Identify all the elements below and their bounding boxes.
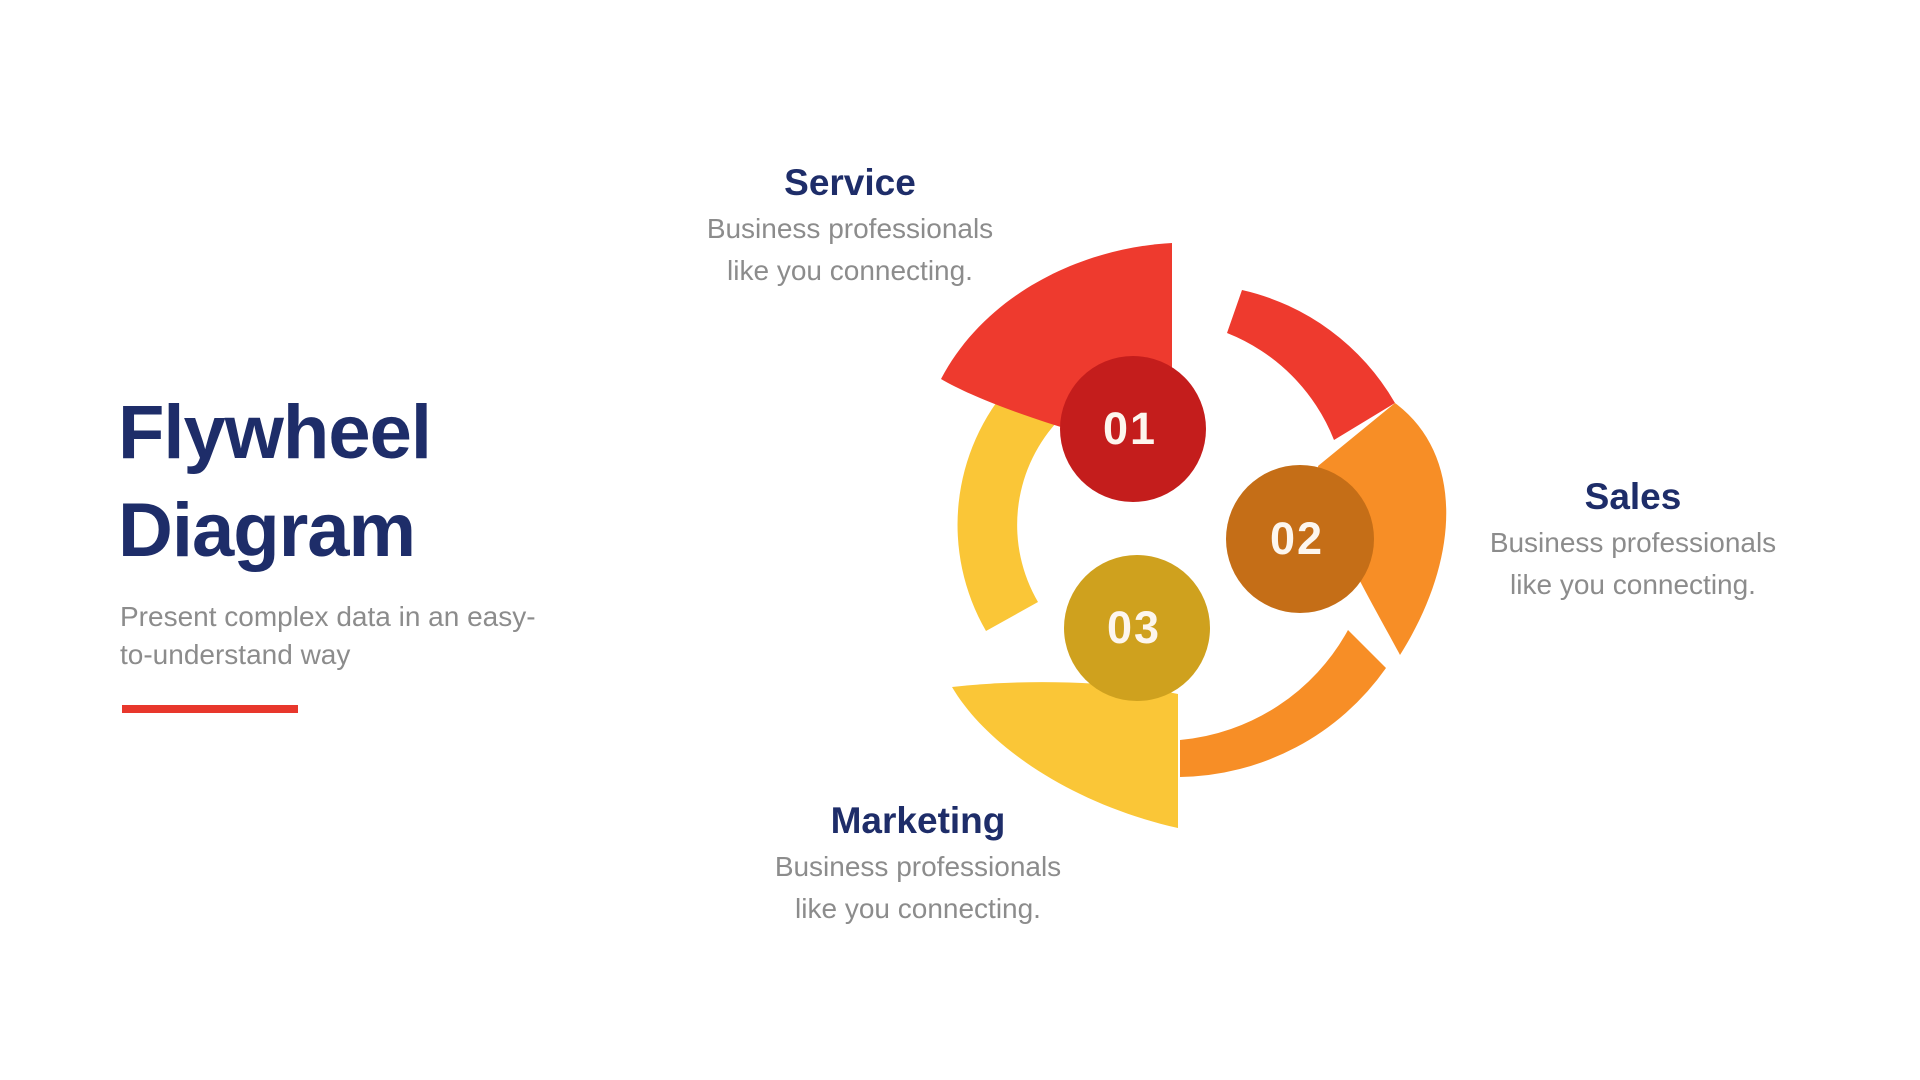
node-block-service: Service Business professionals like you … xyxy=(630,162,1070,292)
marketing-arrow-tail xyxy=(957,383,1056,631)
step-number-02: 02 xyxy=(1270,513,1324,564)
sales-arrow-tail xyxy=(1180,630,1386,777)
service-arrow-tail xyxy=(1227,290,1395,440)
step-circle-03 xyxy=(1064,555,1210,701)
page-title: Flywheel Diagram xyxy=(118,390,432,573)
sales-arrow-head xyxy=(1318,403,1447,655)
node-label-sales: Sales xyxy=(1584,476,1682,517)
node-block-marketing: Marketing Business professionals like yo… xyxy=(698,800,1138,930)
node-block-sales: Sales Business professionals like you co… xyxy=(1413,476,1853,606)
node-description-marketing: Business professionals like you connecti… xyxy=(774,851,1062,924)
node-label-marketing: Marketing xyxy=(830,800,1006,841)
step-number-03: 03 xyxy=(1107,602,1161,653)
marketing-arrow-head xyxy=(952,682,1178,828)
page-subtitle: Present complex data in an easy- to-unde… xyxy=(120,601,536,670)
node-description-sales: Business professionals like you connecti… xyxy=(1489,527,1777,600)
title-underline-accent xyxy=(122,705,298,713)
step-number-01: 01 xyxy=(1103,403,1157,454)
step-circle-01 xyxy=(1060,356,1206,502)
step-circle-02 xyxy=(1226,465,1374,613)
node-label-service: Service xyxy=(784,162,916,203)
node-description-service: Business professionals like you connecti… xyxy=(706,213,994,286)
